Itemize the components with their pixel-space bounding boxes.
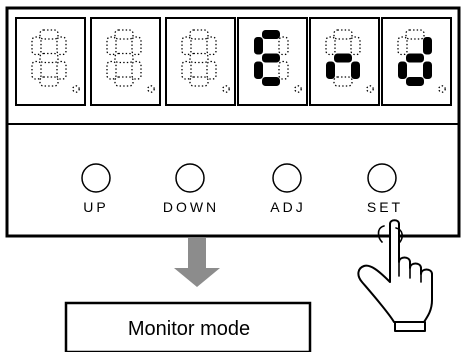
digit-4-segment-d-lit bbox=[262, 77, 280, 86]
up-button-circle[interactable] bbox=[81, 163, 111, 193]
digit-1-segment-a-unlit bbox=[39, 29, 59, 40]
digit-5-segment-g-lit bbox=[334, 53, 352, 63]
digit-window-2 bbox=[90, 17, 161, 106]
digit-1-segment-b-unlit bbox=[56, 36, 67, 56]
adj-button-label: ADJ bbox=[270, 199, 305, 215]
set-button-circle[interactable] bbox=[367, 163, 397, 193]
digit-4-segment-g-lit bbox=[262, 53, 280, 63]
digit-6-segment-b-lit bbox=[423, 37, 432, 55]
down-button[interactable]: DOWN bbox=[163, 163, 219, 215]
digit-5-decimal-point bbox=[366, 85, 374, 93]
button-row: UP DOWN ADJ SET bbox=[81, 163, 403, 215]
digit-5-segment-f-unlit bbox=[325, 36, 336, 56]
digit-6-segment-c-lit bbox=[423, 61, 432, 79]
digit-2-segment-a-unlit bbox=[114, 29, 134, 40]
digit-window-3 bbox=[165, 17, 236, 106]
digit-3-segment-d-unlit bbox=[189, 76, 209, 87]
digit-6-segment-e-lit bbox=[398, 61, 407, 79]
digit-1-segment-e-unlit bbox=[31, 60, 42, 80]
set-button-label: SET bbox=[367, 199, 403, 215]
digit-2-segment-d-unlit bbox=[114, 76, 134, 87]
digit-1-decimal-point bbox=[72, 85, 80, 93]
digit-3-segment-b-unlit bbox=[206, 36, 217, 56]
digit-3-segment-c-unlit bbox=[206, 60, 217, 80]
digit-4-segment-c-unlit bbox=[278, 60, 289, 80]
digit-6-segment-g-lit bbox=[406, 53, 424, 63]
down-button-label: DOWN bbox=[163, 199, 219, 215]
digit-4-decimal-point bbox=[294, 85, 302, 93]
digit-1-segment-g-unlit bbox=[39, 52, 59, 64]
digit-5-segment-b-unlit bbox=[350, 36, 361, 56]
digit-3-decimal-point bbox=[222, 85, 230, 93]
digit-4-segment-b-unlit bbox=[278, 36, 289, 56]
digit-5-segment-c-lit bbox=[351, 61, 360, 79]
down-arrow-icon bbox=[174, 238, 220, 287]
digit-4-segment-a-lit bbox=[262, 30, 280, 39]
monitor-mode-label: Monitor mode bbox=[128, 318, 250, 340]
digit-2-segment-g-unlit bbox=[114, 52, 134, 64]
down-button-circle[interactable] bbox=[175, 163, 205, 193]
set-button[interactable]: SET bbox=[367, 163, 403, 215]
digit-3-segment-a-unlit bbox=[189, 29, 209, 40]
adj-button[interactable]: ADJ bbox=[270, 163, 305, 215]
digit-3-segment-g-unlit bbox=[189, 52, 209, 64]
digit-3-segment-f-unlit bbox=[181, 36, 192, 56]
digit-6-segment-f-unlit bbox=[397, 36, 408, 56]
digit-1-segment-c-unlit bbox=[56, 60, 67, 80]
digit-6-segment-d-lit bbox=[406, 77, 424, 86]
up-button[interactable]: UP bbox=[81, 163, 111, 215]
digit-4-segment-f-lit bbox=[254, 37, 263, 55]
digit-4-segment-e-lit bbox=[254, 61, 263, 79]
digit-1-segment-d-unlit bbox=[39, 76, 59, 87]
pointing-hand-icon bbox=[357, 219, 433, 332]
digit-window-1 bbox=[15, 17, 86, 106]
adj-button-circle[interactable] bbox=[272, 163, 302, 193]
seven-segment-display bbox=[15, 17, 452, 106]
digit-5-segment-a-unlit bbox=[333, 29, 353, 40]
digit-6-decimal-point bbox=[438, 85, 446, 93]
digit-3-segment-e-unlit bbox=[181, 60, 192, 80]
monitor-mode-box: Monitor mode bbox=[64, 301, 312, 352]
digit-2-segment-b-unlit bbox=[131, 36, 142, 56]
digit-5-segment-d-unlit bbox=[333, 76, 353, 87]
digit-2-segment-f-unlit bbox=[106, 36, 117, 56]
digit-2-segment-c-unlit bbox=[131, 60, 142, 80]
digit-5-segment-e-lit bbox=[326, 61, 335, 79]
digit-2-segment-e-unlit bbox=[106, 60, 117, 80]
digit-2-decimal-point bbox=[147, 85, 155, 93]
digit-1-segment-f-unlit bbox=[31, 36, 42, 56]
up-button-label: UP bbox=[83, 199, 108, 215]
digit-6-segment-a-unlit bbox=[405, 29, 425, 40]
